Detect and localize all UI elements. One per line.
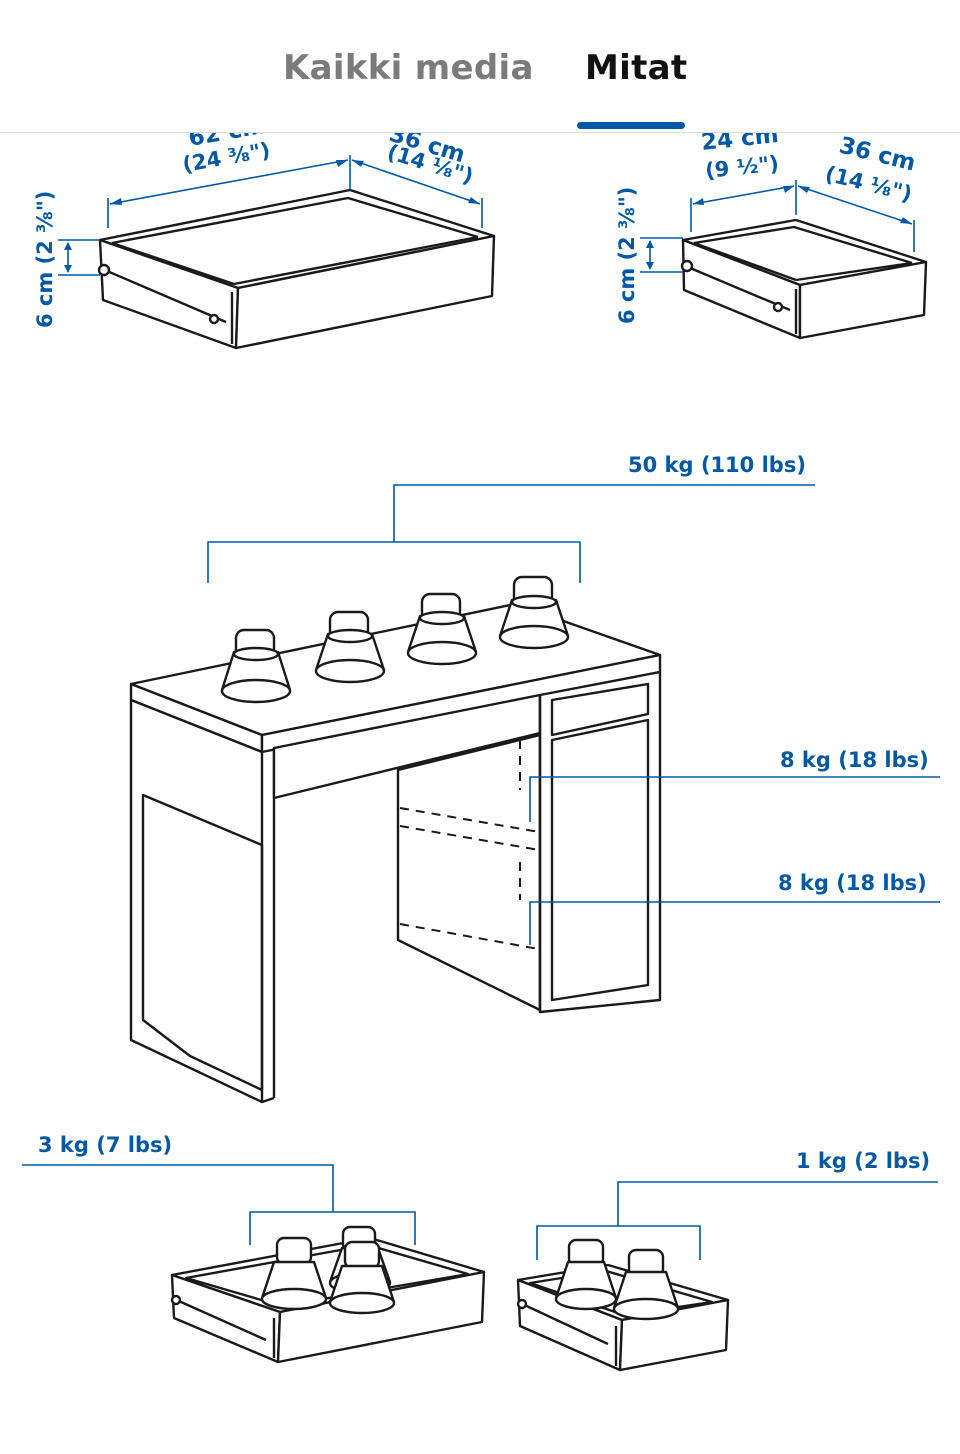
weight-icon bbox=[498, 575, 570, 650]
large-drawer-load-illustration bbox=[22, 1164, 486, 1364]
desk-illustration bbox=[129, 484, 940, 1104]
small-drawer-width-inch: (9 ½") bbox=[704, 151, 780, 183]
large-drawer-height: 6 cm (2 ⅜") bbox=[33, 191, 57, 328]
active-tab-indicator bbox=[577, 122, 685, 129]
large-drawer-illustration bbox=[58, 155, 496, 350]
tab-bar: Kaikki media Mitat bbox=[0, 0, 960, 133]
weight-icon bbox=[220, 628, 292, 704]
weight-icon bbox=[612, 1248, 680, 1321]
small-drawer-illustration bbox=[640, 180, 928, 340]
upper-shelf-load-label: 8 kg (18 lbs) bbox=[780, 748, 929, 772]
weight-icon bbox=[406, 592, 478, 666]
tab-all-media[interactable]: Kaikki media bbox=[283, 48, 534, 88]
weight-icon bbox=[260, 1236, 328, 1311]
lower-shelf-load-label: 8 kg (18 lbs) bbox=[778, 871, 927, 895]
tab-dimensions[interactable]: Mitat bbox=[585, 48, 688, 88]
small-drawer-load-illustration bbox=[516, 1181, 938, 1372]
small-drawer-load-label: 1 kg (2 lbs) bbox=[796, 1149, 930, 1173]
small-drawer-height: 6 cm (2 ⅜") bbox=[615, 187, 639, 324]
weight-icon bbox=[314, 610, 386, 684]
desktop-load-label: 50 kg (110 lbs) bbox=[628, 453, 806, 477]
weight-icon bbox=[554, 1238, 618, 1311]
large-drawer-load-label: 3 kg (7 lbs) bbox=[38, 1133, 172, 1157]
weight-icon bbox=[328, 1240, 396, 1315]
